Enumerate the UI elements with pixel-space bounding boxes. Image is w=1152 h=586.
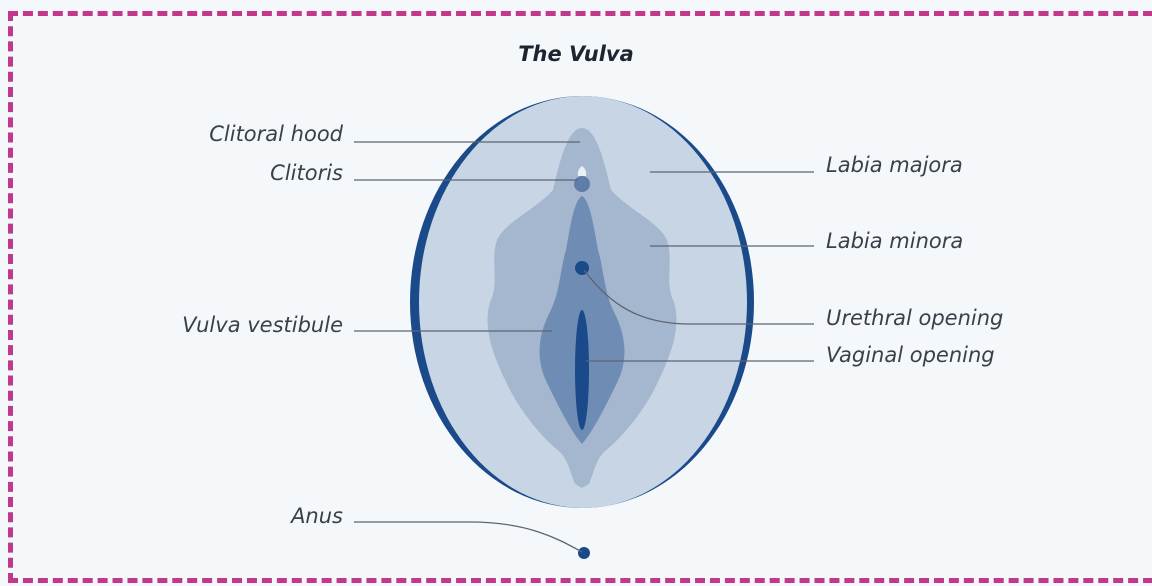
vaginal-opening-shape: [575, 310, 589, 430]
leader-anus: [354, 522, 582, 552]
label-labia-minora: Labia minora: [826, 229, 963, 253]
label-urethral-opening: Urethral opening: [826, 306, 1003, 330]
label-anus: Anus: [291, 504, 343, 528]
label-clitoris: Clitoris: [270, 161, 343, 185]
label-vulva-vestibule: Vulva vestibule: [182, 313, 343, 337]
label-labia-majora: Labia majora: [826, 153, 963, 177]
anus-dot: [578, 547, 590, 559]
label-vaginal-opening: Vaginal opening: [826, 343, 995, 367]
clitoris-shape: [574, 176, 590, 192]
label-clitoral-hood: Clitoral hood: [209, 122, 343, 146]
